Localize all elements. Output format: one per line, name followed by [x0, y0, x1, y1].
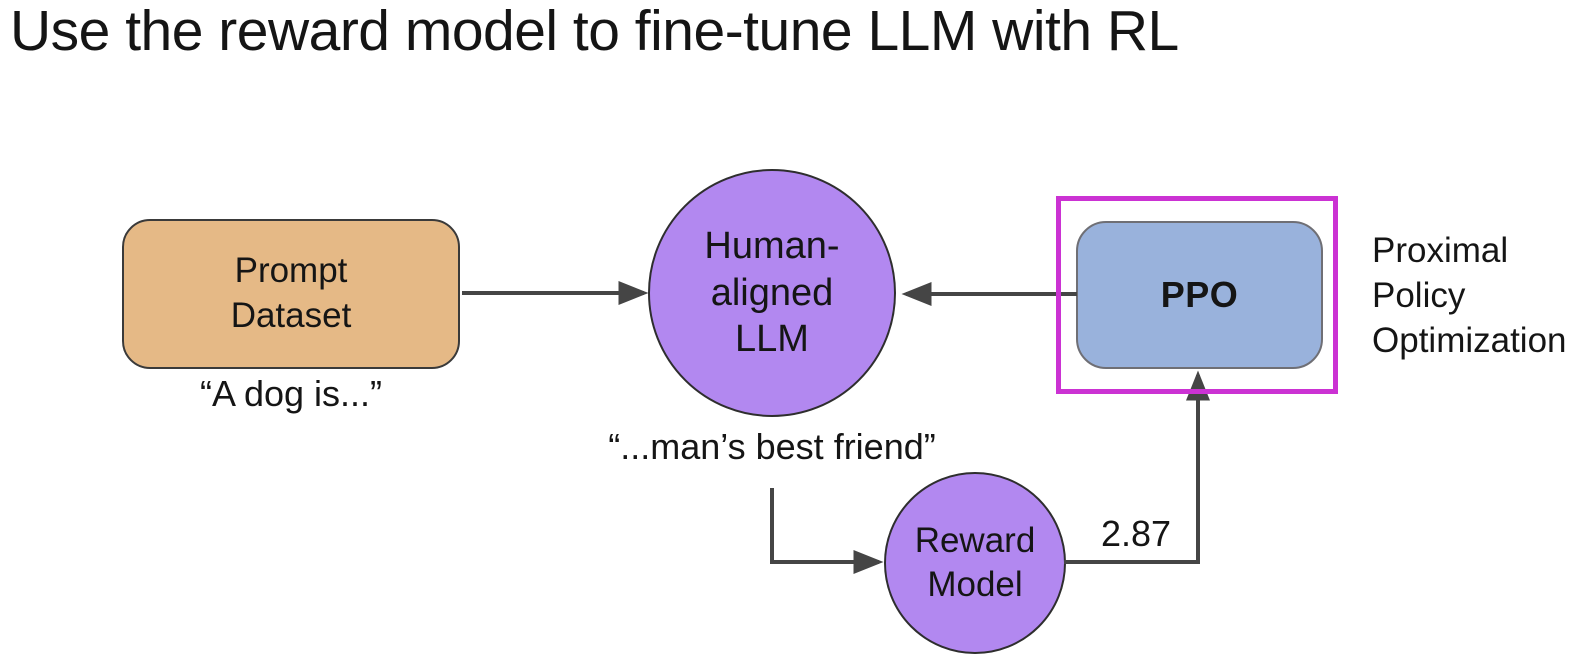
ppo-node: PPO	[1076, 221, 1323, 369]
ppo-annotation: Proximal Policy Optimization	[1372, 231, 1567, 360]
arrow-llm-to-reward	[770, 488, 884, 574]
human-aligned-llm-label: Human- aligned LLM	[704, 225, 840, 361]
page-title: Use the reward model to fine-tune LLM wi…	[10, 0, 1179, 63]
prompt-dataset-node: Prompt Dataset	[122, 219, 460, 369]
reward-model-node: Reward Model	[884, 472, 1066, 654]
reward-model-label: Reward Model	[914, 521, 1036, 604]
ppo-label: PPO	[1160, 274, 1239, 315]
prompt-example-caption: “A dog is...”	[199, 373, 383, 414]
reward-score-label: 2.87	[1100, 513, 1172, 554]
prompt-dataset-label: Prompt Dataset	[230, 251, 352, 335]
human-aligned-llm-node: Human- aligned LLM	[648, 169, 896, 417]
llm-output-caption: “...man’s best friend”	[608, 426, 936, 467]
